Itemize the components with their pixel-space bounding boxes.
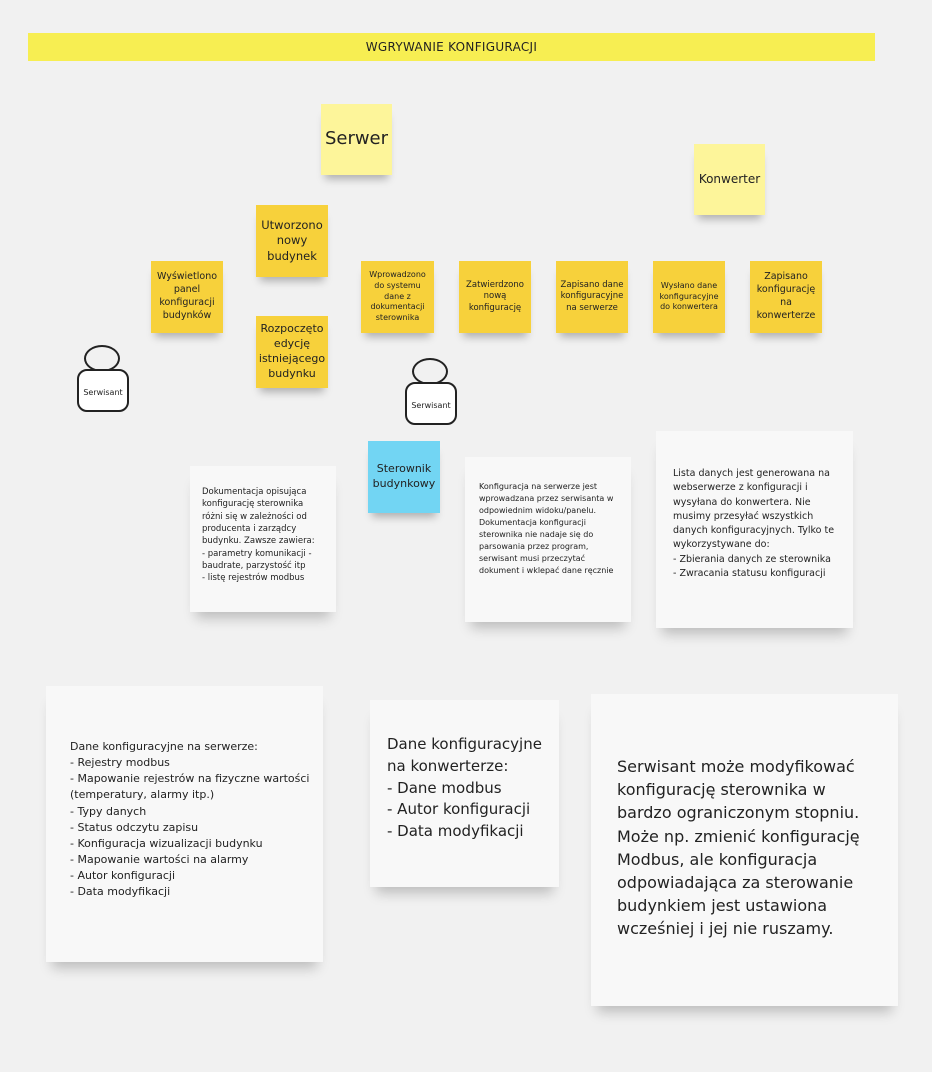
person-body-icon: Serwisant: [77, 369, 129, 412]
note-wyswietlono-label: Wyświetlono panel konfiguracji budynków: [156, 271, 218, 321]
person-head-icon: [84, 345, 120, 372]
note-sterownik-label: Sterownik budynkowy: [372, 462, 436, 490]
comment-dokumentacja-sterownika[interactable]: Dokumentacja opisująca konfigurację ster…: [190, 466, 336, 612]
note-konwerter-label: Konwerter: [698, 172, 761, 187]
note-serwer-label: Serwer: [324, 128, 389, 150]
comment-lista-danych[interactable]: Lista danych jest generowana na webserwe…: [656, 431, 853, 628]
note-zapisano-na-serwerze[interactable]: Zapisano dane konfiguracyjne na serwerze: [556, 261, 628, 333]
comment-dane-na-konwerterze[interactable]: Dane konfiguracyjne na konwerterze: - Da…: [370, 700, 559, 887]
note-rozpoczeto-label: Rozpoczęto edycję istniejącego budynku: [258, 322, 326, 380]
comment-lista-danych-text: Lista danych jest generowana na webserwe…: [673, 468, 835, 579]
actor-serwisant-2-label: Serwisant: [411, 401, 451, 410]
note-wprowadzono-label: Wprowadzono do systemu dane z dokumentac…: [369, 270, 426, 323]
note-utworzono-label: Utworzono nowy budynek: [261, 217, 323, 263]
note-zapisano-na-konwerterze[interactable]: Zapisano konfigurację na konwerterze: [750, 261, 822, 333]
note-zapisano-konwerter-label: Zapisano konfigurację na konwerterze: [756, 271, 816, 321]
note-sterownik-budynkowy[interactable]: Sterownik budynkowy: [368, 441, 440, 513]
actor-serwisant-2[interactable]: Serwisant: [405, 358, 459, 428]
comment-dane-serwer-text: Dane konfiguracyjne na serwerze: - Rejes…: [70, 740, 310, 899]
note-konwerter[interactable]: Konwerter: [694, 144, 765, 215]
note-wprowadzono-dane[interactable]: Wprowadzono do systemu dane z dokumentac…: [361, 261, 434, 333]
comment-dokumentacja-text: Dokumentacja opisująca konfigurację ster…: [202, 487, 315, 584]
note-wyslano-label: Wysłano dane konfiguracyjne do konwerter…: [659, 280, 719, 312]
comment-konfiguracja-na-serwerze[interactable]: Konfiguracja na serwerze jest wprowadzan…: [465, 457, 631, 622]
note-wyswietlono-panel[interactable]: Wyświetlono panel konfiguracji budynków: [151, 261, 223, 333]
note-rozpoczeto-edycje[interactable]: Rozpoczęto edycję istniejącego budynku: [256, 316, 328, 388]
comment-serwisant-mod-text: Serwisant może modyfikować konfigurację …: [617, 757, 860, 939]
comment-dane-na-serwerze[interactable]: Dane konfiguracyjne na serwerze: - Rejes…: [46, 686, 323, 962]
note-zapisano-serwer-label: Zapisano dane konfiguracyjne na serwerze: [560, 279, 624, 313]
person-body-icon: Serwisant: [405, 382, 457, 425]
person-head-icon: [412, 358, 448, 385]
note-zatwierdzono-konfiguracje[interactable]: Zatwierdzono nową konfigurację: [459, 261, 531, 333]
note-utworzono-nowy-budynek[interactable]: Utworzono nowy budynek: [256, 205, 328, 277]
actor-serwisant-1-label: Serwisant: [83, 388, 123, 397]
note-zatwierdzono-label: Zatwierdzono nową konfigurację: [466, 279, 524, 313]
comment-serwisant-modyfikacja[interactable]: Serwisant może modyfikować konfigurację …: [591, 694, 898, 1006]
actor-serwisant-1[interactable]: Serwisant: [77, 345, 131, 415]
note-wyslano-do-konwertera[interactable]: Wysłano dane konfiguracyjne do konwerter…: [653, 261, 725, 333]
note-serwer[interactable]: Serwer: [321, 104, 392, 175]
comment-dane-konwerter-text: Dane konfiguracyjne na konwerterze: - Da…: [387, 735, 542, 840]
board-title-banner: WGRYWANIE KONFIGURACJI: [28, 33, 875, 61]
comment-konfiguracja-serwer-text: Konfiguracja na serwerze jest wprowadzan…: [479, 482, 614, 575]
